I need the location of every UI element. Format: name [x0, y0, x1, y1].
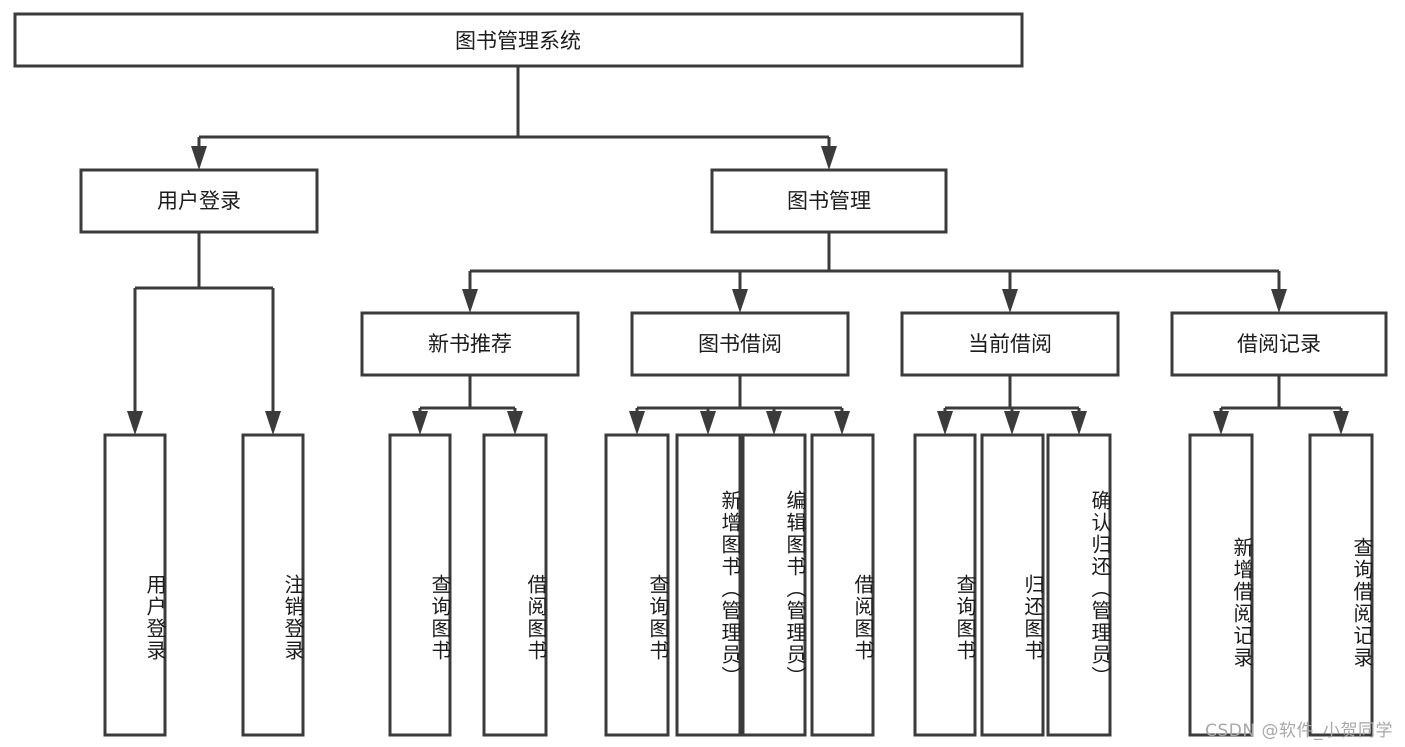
arrow-to-leaf-user-login	[127, 411, 143, 435]
arrow-to-new-book-rec	[462, 289, 478, 313]
node-user-login-label: 用户登录	[157, 189, 241, 213]
node-book-borrow-box[interactable]	[630, 311, 850, 377]
csdn-watermark: CSDN @软件_小贺同学	[1205, 721, 1393, 741]
leaf-box-borrow-book-2[interactable]	[810, 433, 875, 737]
leaf-box-confirm-return[interactable]	[1046, 433, 1112, 737]
leaf-box-user-login[interactable]	[103, 433, 167, 737]
leaf-box-add-record[interactable]	[1188, 433, 1254, 737]
arrow-to-leaf-add-book	[700, 411, 716, 435]
leaf-box-borrow-book-1[interactable]	[482, 433, 548, 737]
arrow-to-leaf-return-book	[1004, 411, 1020, 435]
leaf-box-query-book-3[interactable]	[913, 433, 977, 737]
arrow-to-borrow-record	[1271, 289, 1287, 313]
arrow-to-leaf-borrow-book-2	[834, 411, 850, 435]
leaf-box-add-book[interactable]	[675, 433, 742, 737]
node-user-login[interactable]: 用户登录	[79, 168, 319, 234]
connector-user-login-bus	[133, 232, 275, 421]
connector-new-book-rec-bus	[418, 375, 517, 421]
connector-borrow-record-bus	[1219, 375, 1343, 421]
node-current-borrow[interactable]: 当前借阅	[900, 311, 1120, 377]
leaf-box-layer	[103, 433, 1374, 737]
arrow-to-current-borrow	[1002, 289, 1018, 313]
arrow-to-leaf-add-record	[1213, 411, 1229, 435]
leaf-box-query-book-2[interactable]	[604, 433, 670, 737]
node-book-manage-box[interactable]	[710, 168, 948, 234]
connector-layer	[127, 66, 1349, 435]
node-book-manage-label: 图书管理	[787, 189, 871, 213]
arrow-to-leaf-confirm-return	[1071, 411, 1087, 435]
node-borrow-record[interactable]: 借阅记录	[1170, 311, 1388, 377]
arrow-to-book-manage	[821, 146, 837, 170]
node-new-book-rec-box[interactable]	[360, 311, 580, 377]
leaf-box-query-record[interactable]	[1308, 433, 1374, 737]
node-book-manage[interactable]: 图书管理	[710, 168, 948, 234]
arrow-to-leaf-query-book-3	[937, 411, 953, 435]
arrow-to-leaf-query-book-2	[629, 411, 645, 435]
node-new-book-rec[interactable]: 新书推荐	[360, 311, 580, 377]
connector-book-manage-bus	[468, 232, 1281, 299]
leaf-box-return-book[interactable]	[980, 433, 1045, 737]
arrow-to-leaf-query-book-1	[412, 411, 428, 435]
connector-root-bus	[197, 66, 831, 156]
node-root-label: 图书管理系统	[455, 29, 581, 53]
node-borrow-record-label: 借阅记录	[1237, 332, 1321, 356]
arrow-to-leaf-query-record	[1333, 411, 1349, 435]
arrow-to-leaf-edit-book	[766, 411, 782, 435]
arrow-to-user-login	[191, 146, 207, 170]
node-borrow-record-box[interactable]	[1170, 311, 1388, 377]
node-root-box[interactable]	[13, 12, 1024, 68]
node-current-borrow-label: 当前借阅	[968, 332, 1052, 356]
node-book-borrow-label: 图书借阅	[698, 332, 782, 356]
connector-book-borrow-bus	[635, 375, 844, 421]
leaf-box-logout[interactable]	[241, 433, 305, 737]
leaf-box-edit-book[interactable]	[741, 433, 807, 737]
arrow-to-book-borrow	[732, 289, 748, 313]
node-new-book-rec-label: 新书推荐	[428, 332, 512, 356]
leaf-box-query-book-1[interactable]	[388, 433, 452, 737]
node-book-borrow[interactable]: 图书借阅	[630, 311, 850, 377]
arrow-to-leaf-borrow-book-1	[507, 411, 523, 435]
node-current-borrow-box[interactable]	[900, 311, 1120, 377]
node-user-login-box[interactable]	[79, 168, 319, 234]
arrow-to-leaf-logout	[265, 411, 281, 435]
node-root[interactable]: 图书管理系统	[13, 12, 1024, 68]
